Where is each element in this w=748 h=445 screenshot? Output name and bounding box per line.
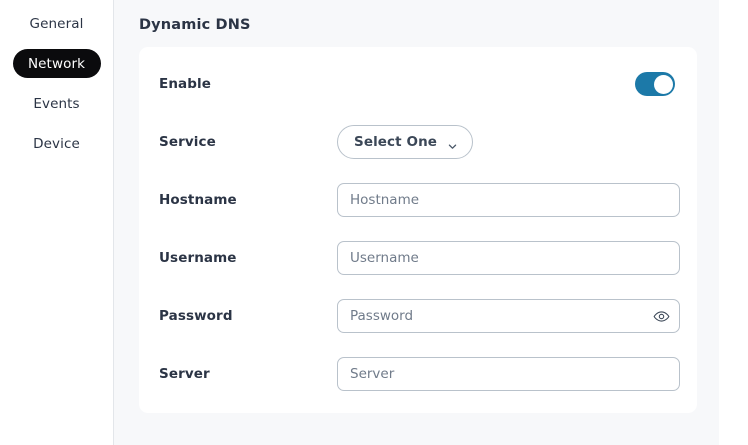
hostname-input-shell [337, 183, 680, 217]
right-gutter [719, 0, 748, 445]
enable-label: Enable [159, 76, 211, 92]
form-row-service: Service Select One [159, 125, 677, 159]
server-input-shell [337, 357, 680, 391]
enable-control [337, 72, 677, 96]
form-row-server: Server [159, 357, 680, 391]
sidebar-item-device[interactable]: Device [13, 129, 101, 158]
service-label: Service [159, 134, 216, 150]
service-control: Select One [337, 125, 677, 159]
password-control [337, 299, 680, 333]
sidebar-item-label: Network [27, 55, 86, 72]
hostname-label: Hostname [159, 192, 237, 208]
hostname-control [337, 183, 680, 217]
sidebar-item-network[interactable]: Network [12, 49, 101, 78]
server-input[interactable] [337, 357, 680, 391]
username-label: Username [159, 250, 237, 266]
content-area: Dynamic DNS Enable Service [114, 0, 748, 445]
password-label: Password [159, 308, 233, 324]
sidebar-item-label: Events [33, 95, 80, 112]
username-input[interactable] [337, 241, 680, 275]
enable-toggle-switch[interactable] [635, 72, 675, 96]
username-control [337, 241, 680, 275]
username-input-shell [337, 241, 680, 275]
server-control [337, 357, 680, 391]
service-selected-value: Select One [354, 134, 438, 150]
sidebar-item-label: General [29, 15, 84, 32]
settings-sidebar: General Network Events Device [0, 0, 114, 445]
form-row-username: Username [159, 241, 680, 275]
server-label: Server [159, 366, 210, 382]
form-row-password: Password [159, 299, 680, 333]
dynamic-dns-panel: Dynamic DNS Enable Service [114, 0, 719, 445]
eye-icon[interactable] [651, 306, 671, 326]
service-select[interactable]: Select One [337, 125, 474, 159]
password-input[interactable] [337, 299, 680, 333]
form-row-hostname: Hostname [159, 183, 680, 217]
page-title: Dynamic DNS [139, 17, 251, 33]
toggle-knob [653, 74, 673, 94]
form-row-enable: Enable [159, 67, 677, 101]
sidebar-item-label: Device [33, 135, 80, 152]
sidebar-item-general[interactable]: General [13, 9, 101, 38]
dynamic-dns-form-card: Enable Service Select One [139, 47, 697, 413]
password-input-shell [337, 299, 680, 333]
chevron-down-icon [447, 137, 458, 149]
hostname-input[interactable] [337, 183, 680, 217]
sidebar-item-events[interactable]: Events [13, 89, 101, 118]
